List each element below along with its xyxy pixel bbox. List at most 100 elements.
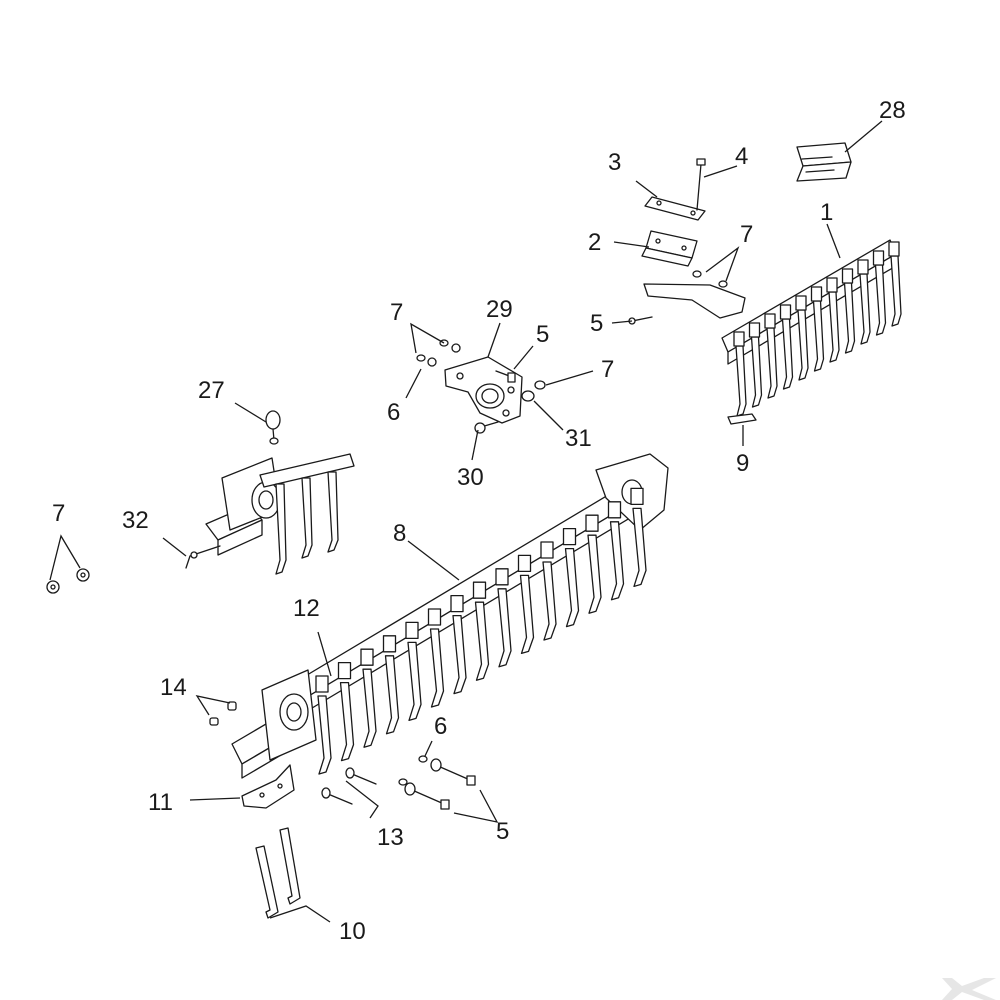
- part-5-bolts-bottom: [404, 758, 476, 810]
- rake-1-tine-clamp: [795, 295, 807, 311]
- rake-8-tine-clamp: [585, 514, 599, 532]
- callout-1: 1: [820, 199, 833, 226]
- rake-8-tine: [542, 561, 557, 641]
- rake-1-tine: [874, 264, 887, 336]
- rake-1-tine: [735, 345, 747, 417]
- rake-1-bar: [721, 239, 897, 353]
- leader-lines: [49, 120, 883, 923]
- callout-32: 32: [122, 507, 149, 534]
- callout-9: 9: [736, 450, 749, 477]
- callout-labels: 1 28 4 3 2 7 5 9 7 29 5 7 6 31 30 27 32 …: [52, 97, 906, 945]
- part-8-main-rake: [231, 453, 669, 779]
- callout-2: 2: [588, 229, 601, 256]
- callout-6-mid: 6: [387, 399, 400, 426]
- rake-1-tine-clamp: [841, 268, 854, 284]
- callout-10: 10: [339, 918, 366, 945]
- left-rake-assembly: [205, 453, 355, 575]
- callout-29: 29: [486, 296, 513, 323]
- rake-8-tine: [362, 668, 377, 748]
- part-4-bolt: [696, 158, 706, 211]
- rake-8-tine: [339, 681, 355, 762]
- rake-8-tine: [317, 695, 332, 775]
- k-logo-icon: [942, 978, 996, 1000]
- part-7-nuts-left: [46, 568, 90, 594]
- rake-8-tine: [632, 507, 647, 588]
- rake-8-tine: [429, 628, 445, 708]
- callout-3: 3: [608, 149, 621, 176]
- callout-5-mid: 5: [536, 321, 549, 348]
- rake-8-tine-clamp: [360, 648, 374, 666]
- rake-8-tine-clamp: [382, 635, 397, 653]
- rake-8-tine-clamp: [405, 621, 419, 640]
- rake-1-tine-clamp: [810, 286, 823, 302]
- rake-1-tine: [890, 255, 902, 327]
- rake-1-tine: [828, 291, 840, 363]
- rake-1-tine: [766, 327, 778, 399]
- rake-8-tine: [452, 614, 467, 695]
- rake-8-tine-clamp: [607, 501, 622, 519]
- part-1-rake: [721, 239, 902, 417]
- rake-1-tine-clamp: [733, 331, 745, 347]
- part-13-pins: [321, 767, 377, 805]
- rake-8-tine-clamp: [517, 554, 532, 573]
- callout-14: 14: [160, 674, 187, 701]
- rake-1-tine: [781, 318, 794, 390]
- rake-8-tine: [384, 655, 400, 735]
- rake-8-tine: [564, 547, 580, 628]
- rake-1-tine: [812, 300, 825, 372]
- part-7-washers-top: [692, 270, 728, 288]
- callout-5-bottom: 5: [496, 818, 509, 845]
- rake-8-tine-clamp: [562, 527, 577, 546]
- rake-8-tine: [519, 574, 535, 655]
- rake-1-tine: [843, 282, 856, 354]
- part-27-eyebolt: [265, 410, 281, 445]
- callout-8: 8: [393, 520, 406, 547]
- arm-plate: [643, 283, 746, 319]
- rake-8-tine: [474, 601, 490, 681]
- rake-8-tine: [587, 534, 602, 614]
- part-10-tines: [255, 827, 301, 919]
- rake-1-tine-clamp: [779, 304, 792, 320]
- part-6-washers-bottom: [398, 755, 428, 786]
- callout-28: 28: [879, 97, 906, 124]
- callout-30: 30: [457, 464, 484, 491]
- rake-8-tine: [407, 641, 422, 722]
- part-9-tine-clip: [727, 413, 757, 425]
- rake-8-tine-clamp: [315, 675, 329, 693]
- callout-27: 27: [198, 377, 225, 404]
- part-29-bracket: [444, 356, 523, 424]
- rake-1-tine-clamp: [748, 322, 761, 338]
- rake-8-tine-clamp: [495, 568, 509, 586]
- callout-7-left: 7: [52, 500, 65, 527]
- part-7-nuts-mid: [416, 339, 546, 402]
- part-14-pins: [209, 701, 237, 726]
- callout-11: 11: [148, 789, 173, 816]
- part-2-bracket: [641, 230, 698, 267]
- callout-5-top: 5: [590, 310, 603, 337]
- callout-12: 12: [293, 595, 320, 622]
- rake-1-tine: [797, 309, 809, 381]
- part-32-pin: [185, 545, 221, 569]
- callout-7-mid: 7: [390, 299, 403, 326]
- rake-8-tine-clamp: [450, 594, 464, 613]
- rake-8-tine-clamp: [472, 581, 487, 599]
- part-3-plate: [644, 196, 706, 221]
- rake-1-tine-clamp: [872, 250, 885, 266]
- callout-7-right: 7: [601, 356, 614, 383]
- part-5-bolt-top: [628, 316, 653, 325]
- part-11-bracket: [241, 764, 295, 809]
- rake-8-tine: [497, 588, 512, 668]
- callout-13: 13: [377, 824, 404, 851]
- rake-1-tine: [750, 336, 763, 408]
- rake-8-tine-clamp: [540, 541, 554, 559]
- rake-8-tine: [609, 521, 625, 601]
- callout-4: 4: [735, 143, 748, 170]
- rake-1-tine-clamp: [826, 277, 838, 293]
- rake-8-tine-clamp: [427, 608, 442, 626]
- part-28-bracket: [796, 142, 852, 182]
- rake-8-tine-clamp: [630, 487, 644, 506]
- callout-31: 31: [565, 425, 592, 452]
- part-5-bolt-mid: [495, 370, 516, 383]
- rake-1-tine-clamp: [764, 313, 776, 329]
